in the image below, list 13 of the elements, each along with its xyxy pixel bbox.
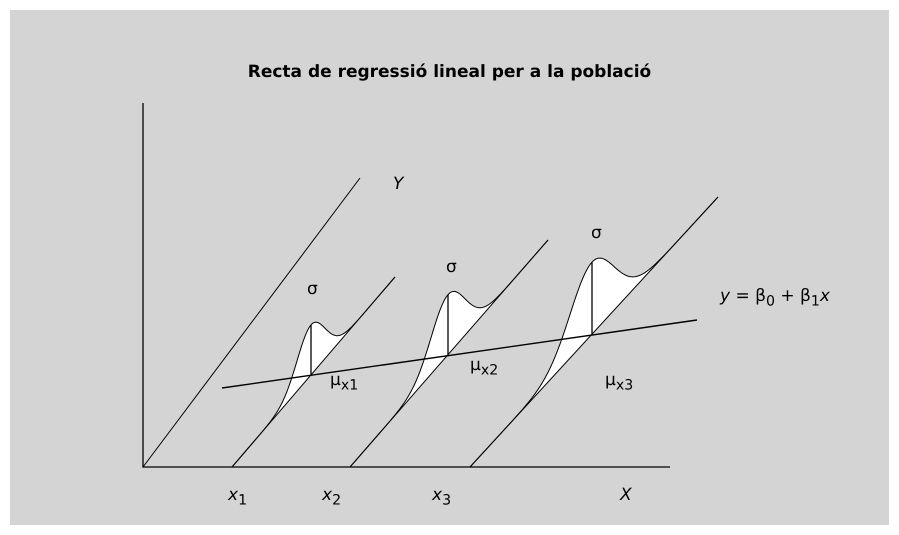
sigma-label: σ xyxy=(446,259,457,276)
tick-label: x$_{1}$ xyxy=(228,487,248,508)
diagram-title: Recta de regressió lineal per a la població xyxy=(246,62,652,82)
equation-label: y = β$_{0}$ + β$_{1}$x xyxy=(720,288,830,309)
axis-label: Y xyxy=(393,176,404,193)
mean-label: μ$_{x1}$ xyxy=(330,372,358,393)
sigma-label: σ xyxy=(307,281,318,298)
tick-label: x$_{3}$ xyxy=(432,487,452,508)
mean-label: μ$_{x2}$ xyxy=(470,357,498,378)
axis-label: X xyxy=(620,487,632,504)
sigma-label: σ xyxy=(591,225,602,242)
mean-label: μ$_{x3}$ xyxy=(605,372,634,393)
tick-label: x$_{2}$ xyxy=(322,487,342,508)
